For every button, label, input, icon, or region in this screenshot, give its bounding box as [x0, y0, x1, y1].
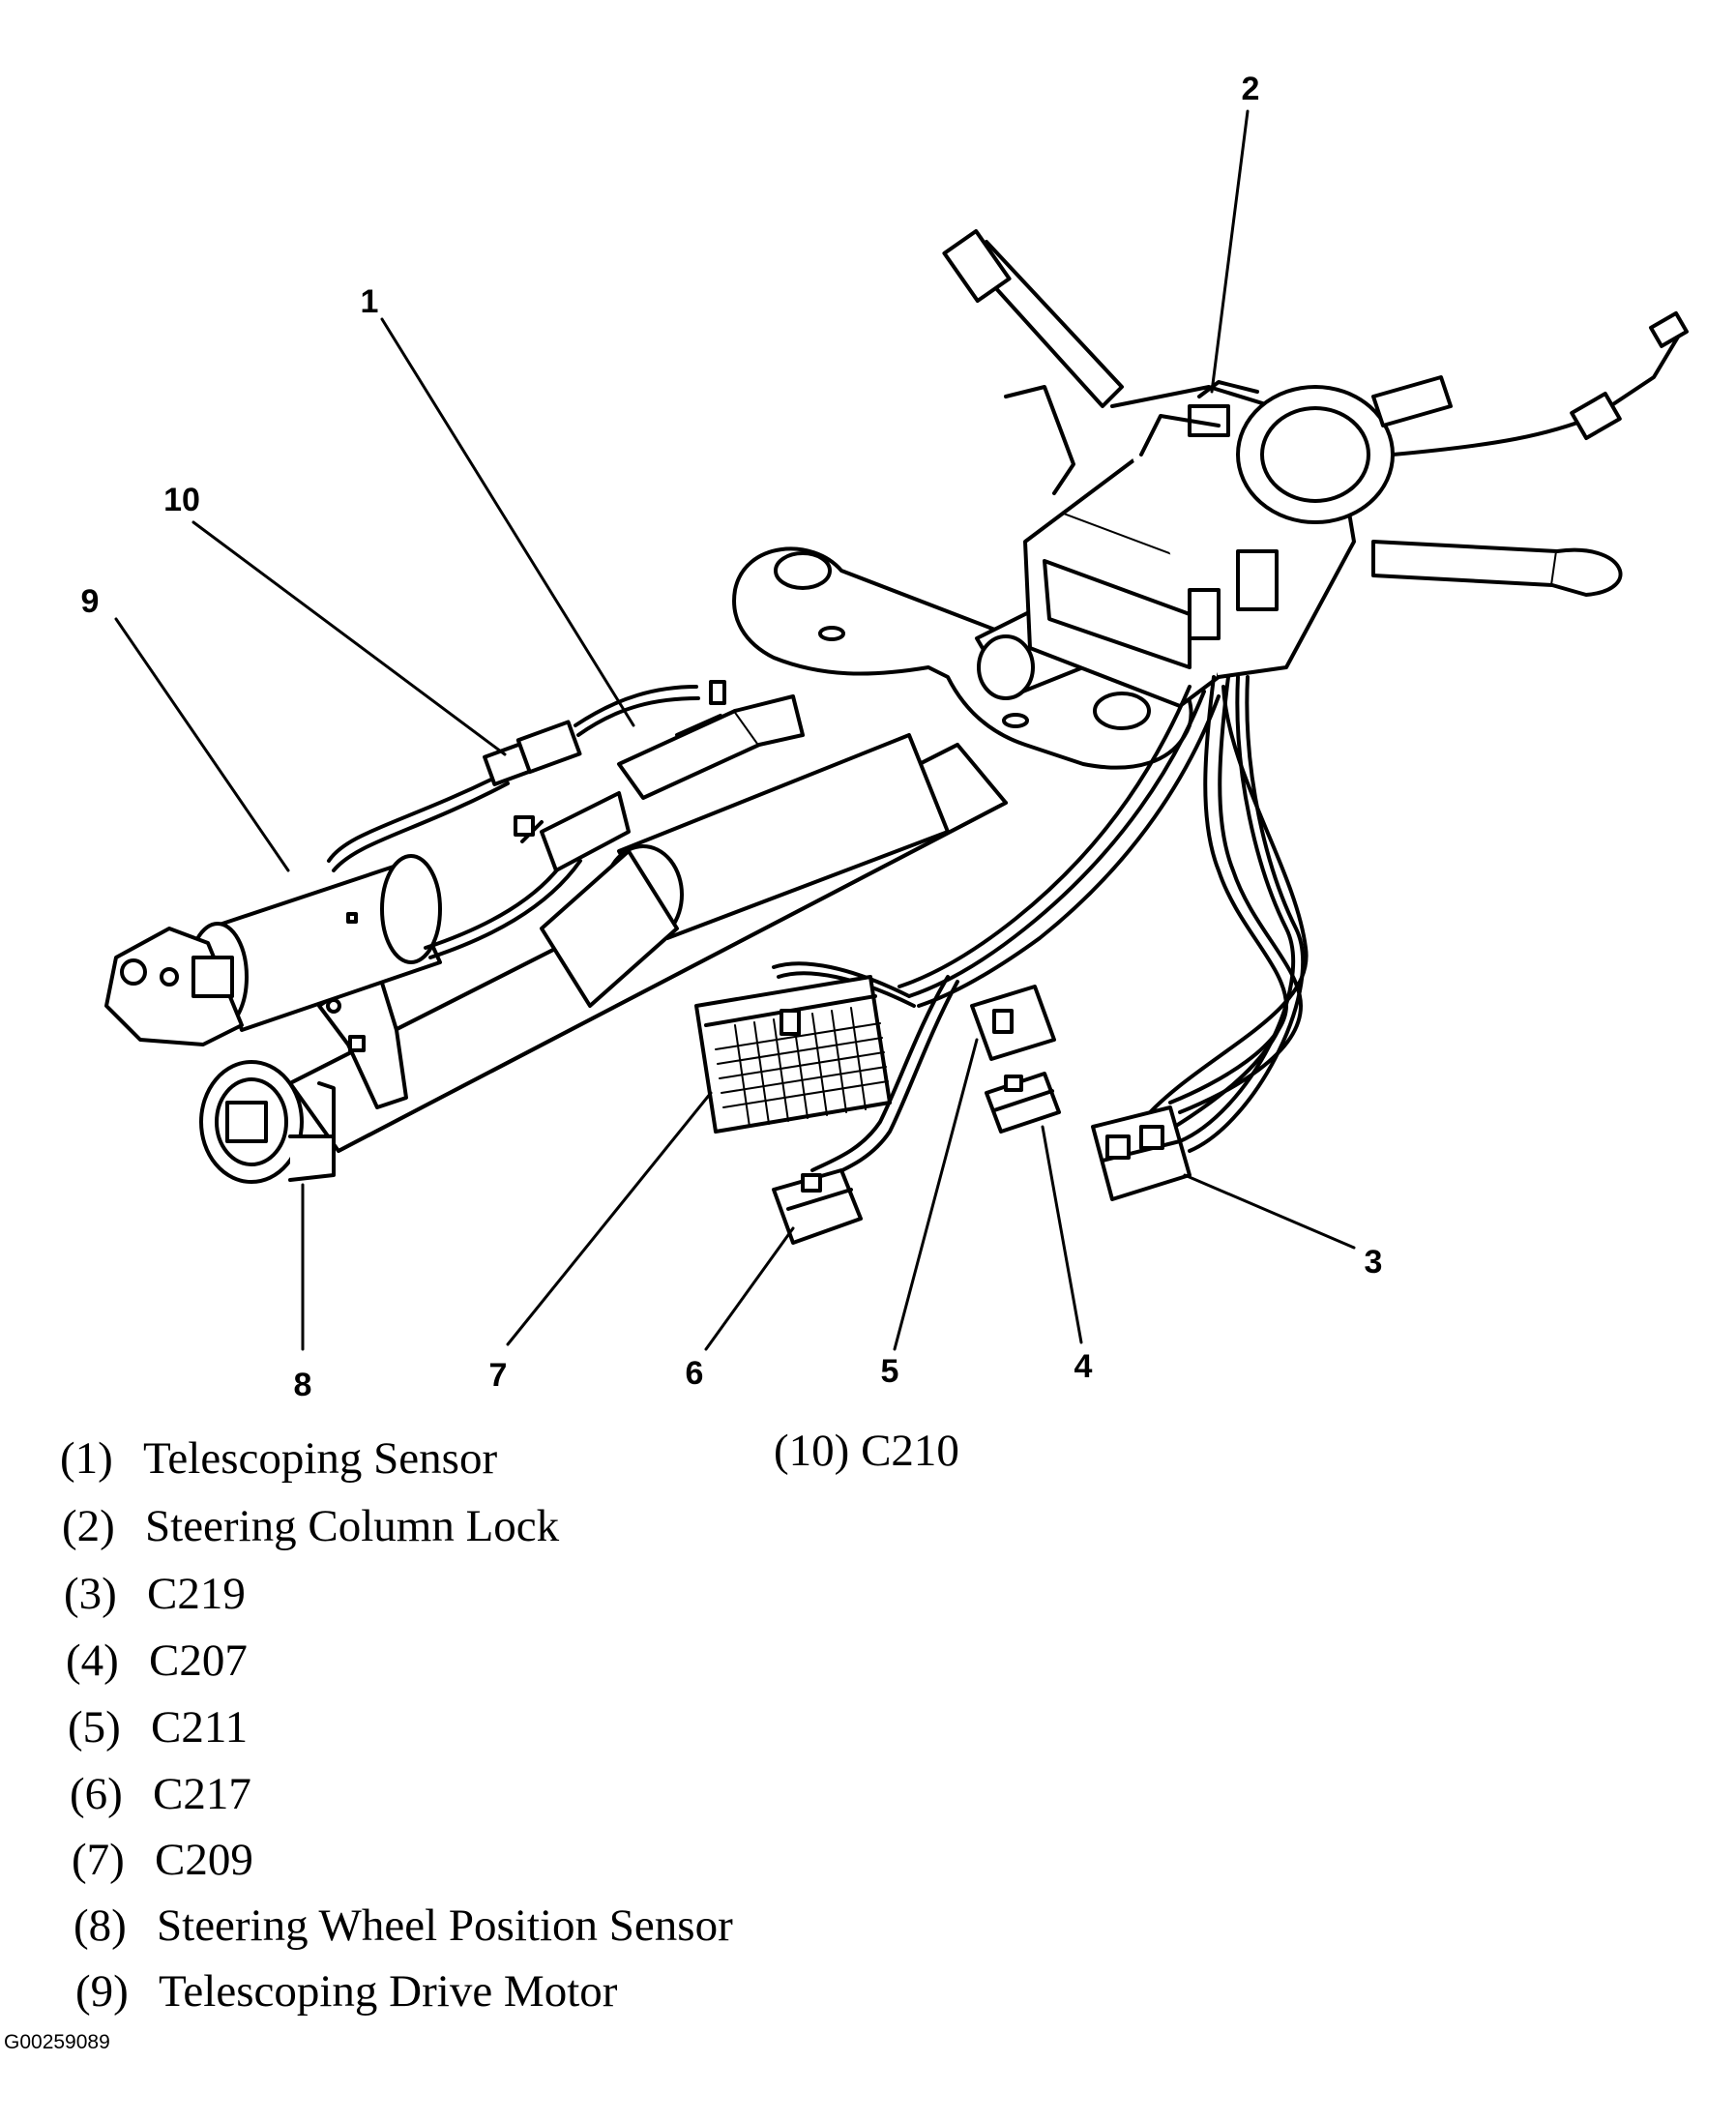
leader-9	[114, 617, 290, 872]
leader-10	[191, 520, 507, 756]
connector-c211	[970, 985, 1056, 1061]
leader-7	[506, 1091, 713, 1346]
leader-2	[1210, 109, 1250, 394]
telescoping-drive-motor	[104, 854, 442, 1046]
callout-3: 3	[1364, 1244, 1383, 1281]
wiper-stalk	[1004, 385, 1623, 597]
legend-label: Telescoping Sensor	[143, 1433, 498, 1484]
legend-num: (10)	[774, 1426, 850, 1476]
legend-num: (6)	[70, 1769, 123, 1819]
leader-1	[380, 317, 635, 727]
mounting-bracket	[732, 546, 1193, 770]
callout-9: 9	[80, 583, 100, 620]
steering-wheel-position-sensor	[199, 1060, 336, 1184]
legend-num: (7)	[72, 1835, 125, 1885]
legend-label: C207	[149, 1635, 248, 1686]
legend-item-6: (6) C217	[70, 1772, 251, 1817]
legend-item-3: (3) C219	[64, 1572, 246, 1617]
legend-label: Steering Wheel Position Sensor	[157, 1900, 733, 1951]
legend-label: C209	[155, 1835, 253, 1885]
callout-10: 10	[163, 482, 200, 518]
connector-c219	[1091, 1105, 1192, 1201]
legend-num: (1)	[60, 1433, 113, 1484]
telescoping-sensor	[514, 680, 805, 872]
legend-num: (8)	[74, 1900, 127, 1951]
steering-column-lock-housing	[1023, 380, 1395, 708]
legend-item-9: (9) Telescoping Drive Motor	[75, 1969, 617, 2015]
leader-5	[893, 1038, 979, 1351]
steering-column-illustration	[104, 109, 1689, 1351]
turn-signal-stalk	[942, 228, 1124, 408]
legend-item-5: (5) C211	[68, 1705, 248, 1751]
figure-id: G00259089	[4, 2031, 110, 2053]
legend-item-10: (10) C210	[774, 1429, 959, 1474]
legend-label: Steering Column Lock	[145, 1501, 560, 1551]
connector-c217	[772, 1168, 863, 1245]
legend-num: (2)	[62, 1501, 115, 1551]
column-jacket	[288, 733, 1008, 1153]
shaft-stub	[1371, 375, 1453, 427]
connector-c210	[483, 685, 700, 786]
legend-item-4: (4) C207	[66, 1638, 248, 1684]
connector-c207	[985, 1072, 1061, 1134]
legend-label: C217	[153, 1769, 251, 1819]
legend-label: C211	[151, 1702, 249, 1753]
callout-6: 6	[685, 1355, 704, 1392]
leader-4	[1041, 1125, 1083, 1344]
legend-item-1: (1) Telescoping Sensor	[60, 1436, 497, 1482]
callout-2: 2	[1241, 71, 1260, 107]
legend-label: C219	[147, 1569, 246, 1619]
callout-8: 8	[293, 1367, 312, 1403]
callout-7: 7	[488, 1357, 508, 1394]
callout-5: 5	[880, 1353, 899, 1390]
legend-item-7: (7) C209	[72, 1838, 253, 1883]
callout-4: 4	[1074, 1348, 1093, 1385]
legend-label: Telescoping Drive Motor	[159, 1966, 618, 2017]
legend-item-2: (2) Steering Column Lock	[62, 1504, 559, 1549]
callout-1: 1	[360, 283, 379, 320]
legend-label: C210	[861, 1426, 959, 1476]
legend-num: (9)	[75, 1966, 129, 2017]
leader-lines	[114, 109, 1356, 1351]
main-wiring-harness	[772, 675, 1309, 1182]
legend-item-8: (8) Steering Wheel Position Sensor	[74, 1903, 733, 1949]
leader-6	[704, 1226, 795, 1351]
legend-num: (4)	[66, 1635, 119, 1686]
legend-num: (5)	[68, 1702, 121, 1753]
connector-c209	[694, 975, 892, 1134]
leader-3	[1183, 1173, 1356, 1250]
upper-right-harness	[1391, 310, 1689, 457]
legend-num: (3)	[64, 1569, 117, 1619]
